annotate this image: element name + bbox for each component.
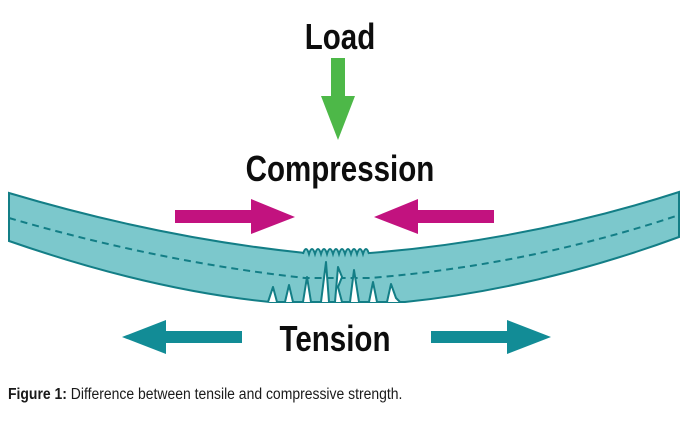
neutral-axis-dashed-line: [8, 214, 680, 279]
compression-arrow-left-icon: [374, 199, 494, 234]
load-label: Load: [304, 16, 376, 57]
tension-label: Tension: [279, 318, 391, 359]
load-arrow-icon: [321, 58, 355, 140]
compression-label: Compression: [245, 148, 435, 189]
beam-body: [8, 190, 680, 303]
compression-wrinkles: [302, 248, 370, 258]
tension-cracks: [267, 261, 401, 303]
compression-arrow-right-icon: [175, 199, 295, 234]
tension-arrow-left-icon: [122, 320, 242, 354]
figure-caption: Figure 1: Difference between tensile and…: [8, 386, 402, 404]
beam: [8, 190, 680, 303]
caption-text: Difference between tensile and compressi…: [70, 386, 403, 403]
tension-arrow-right-icon: [431, 320, 551, 354]
figure-number: Figure 1:: [8, 386, 67, 403]
